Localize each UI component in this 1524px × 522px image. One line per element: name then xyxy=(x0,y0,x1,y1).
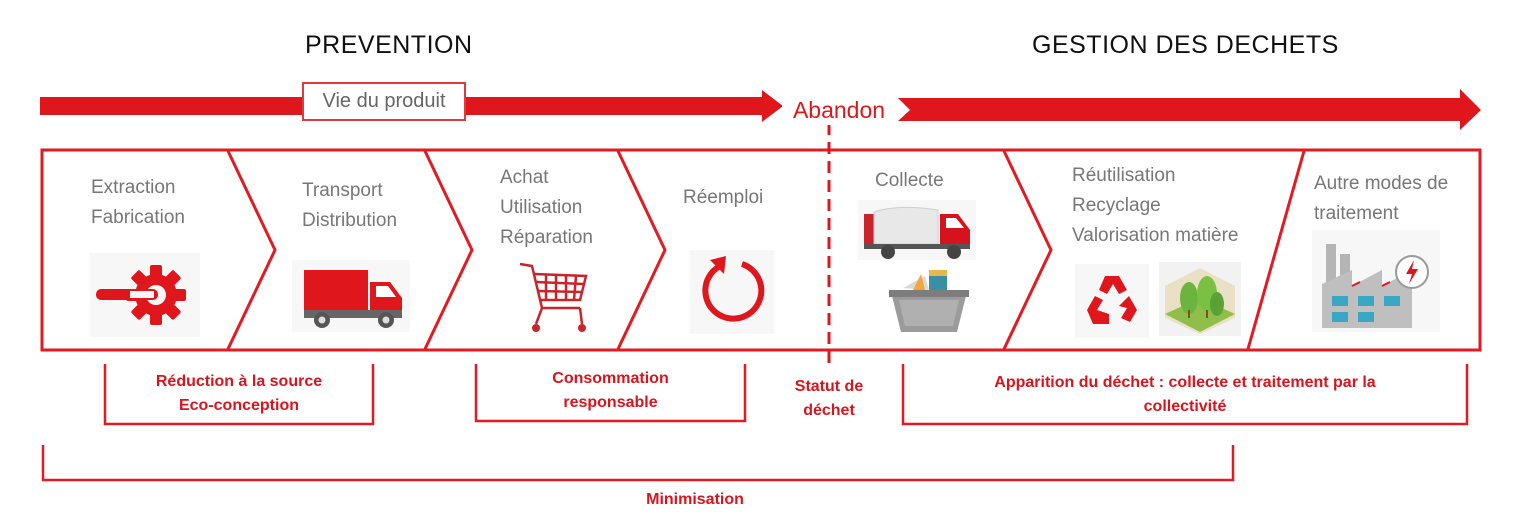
recycle-icon xyxy=(1075,264,1149,338)
chevron-2 xyxy=(423,150,474,350)
garbage-truck-icon xyxy=(858,200,976,260)
bracket-consommation xyxy=(474,364,747,423)
process-band-border xyxy=(40,148,1482,352)
stage-reemploi-label: Réemploi xyxy=(683,187,764,208)
waste-management-arrow xyxy=(898,89,1481,130)
abandon-label: Abandon xyxy=(782,95,896,125)
truck-icon xyxy=(292,260,410,332)
chevron-4 xyxy=(1002,150,1053,350)
gear-wrench-icon xyxy=(90,253,200,337)
slant-5 xyxy=(1246,150,1306,350)
chevron-3 xyxy=(616,150,667,350)
chevron-separators xyxy=(226,150,1306,350)
bracket-minimisation xyxy=(41,445,1235,482)
bracket-apparition xyxy=(901,364,1469,426)
minimisation-label: Minimisation xyxy=(646,491,744,508)
prevention-heading: PREVENTION xyxy=(305,31,473,59)
brackets xyxy=(41,364,1469,482)
factory-icon xyxy=(1312,230,1440,332)
vie-du-produit-label: Vie du produit xyxy=(302,82,466,121)
shopping-cart-icon xyxy=(519,262,588,332)
forest-icon xyxy=(1159,262,1241,336)
stage-collecte-label: Collecte xyxy=(875,170,944,191)
bracket-reduction xyxy=(103,364,375,426)
chevron-1 xyxy=(226,150,277,350)
circular-arrow-icon xyxy=(690,250,774,334)
recycling-bin-icon xyxy=(889,270,969,332)
apparition-label: Apparition du déchet : collecte et trait… xyxy=(994,374,1376,415)
gestion-heading: GESTION DES DECHETS xyxy=(1032,31,1339,59)
